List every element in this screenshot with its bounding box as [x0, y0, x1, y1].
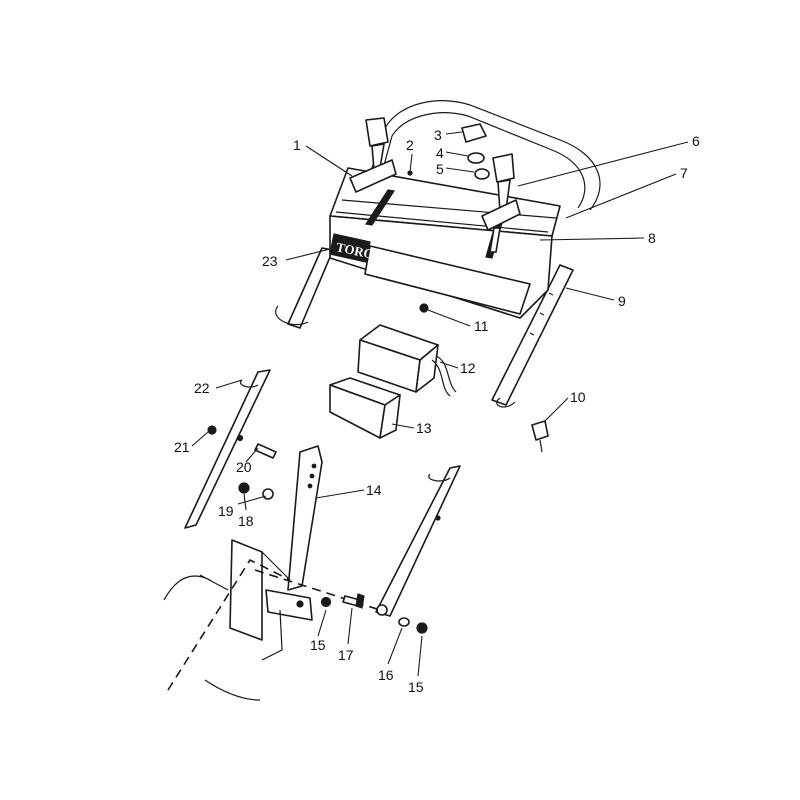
callout-2: 2 [406, 137, 414, 153]
hidden-line [167, 558, 291, 691]
callout-9: 9 [618, 293, 626, 309]
callout-6: 6 [692, 133, 700, 149]
leader-lines [191, 131, 689, 677]
callout-22: 22 [194, 380, 210, 396]
tray [329, 377, 401, 439]
washer-18 [262, 488, 274, 500]
callout-14: 14 [366, 482, 382, 498]
callout-19: 19 [218, 503, 234, 519]
callout-23: 23 [262, 253, 278, 269]
nut-15-left [320, 596, 332, 608]
control-lever-right [481, 153, 521, 253]
callout-21: 21 [174, 439, 190, 455]
callout-3: 3 [434, 127, 442, 143]
deck-bracket [163, 539, 313, 701]
callout-16: 16 [378, 667, 394, 683]
callout-17: 17 [338, 647, 354, 663]
callout-10: 10 [570, 389, 586, 405]
control-box [357, 324, 457, 397]
callout-15-right: 15 [408, 679, 424, 695]
nut-21 [207, 425, 217, 435]
control-panel: TORO [329, 167, 561, 319]
callout-18: 18 [238, 513, 254, 529]
callout-4: 4 [436, 145, 444, 161]
callout-1: 1 [293, 137, 301, 153]
lower-handle-left [184, 369, 271, 529]
callout-20: 20 [236, 459, 252, 475]
washer-16 [398, 617, 410, 627]
callout-labels: 1 2 3 4 5 6 7 8 9 10 11 12 13 14 15 15 1… [174, 127, 700, 695]
callout-7: 7 [680, 165, 688, 181]
callout-11: 11 [474, 318, 489, 334]
callout-15-left: 15 [310, 637, 326, 653]
lower-handle-right [375, 465, 461, 617]
small-hardware-3-4-5 [461, 123, 490, 180]
callout-8: 8 [648, 230, 656, 246]
switch [531, 420, 549, 453]
lever-arm [287, 445, 323, 591]
bolt-19 [238, 482, 250, 494]
nut-11 [419, 303, 429, 313]
callout-5: 5 [436, 161, 444, 177]
bolt-17 [342, 593, 365, 609]
toro-logo: TORO [329, 233, 375, 263]
pin-20 [254, 443, 277, 459]
control-lever-left [349, 117, 397, 193]
callout-13: 13 [416, 420, 432, 436]
nut-15-right [416, 622, 428, 634]
callout-12: 12 [460, 360, 476, 376]
